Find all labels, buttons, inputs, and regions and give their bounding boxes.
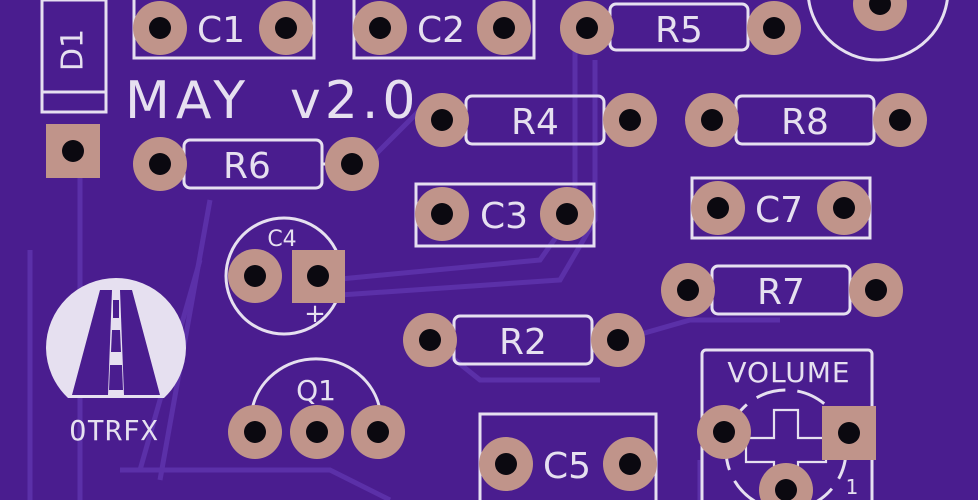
capacitor-c4: C4 + xyxy=(224,216,345,336)
board-title: MAY xyxy=(125,71,251,131)
r5-label: R5 xyxy=(655,10,703,51)
d1-label: D1 xyxy=(56,29,91,71)
resistor-r2: R2 xyxy=(403,313,645,367)
r2-label: R2 xyxy=(499,322,547,363)
capacitor-c2: C2 xyxy=(352,0,536,60)
capacitor-c1: C1 xyxy=(132,0,316,60)
board-version: v2.0 xyxy=(290,71,419,131)
resistor-r7: R7 xyxy=(661,263,903,317)
otrfx-logo: OTRFX xyxy=(46,278,186,447)
resistor-r4: R4 xyxy=(415,93,657,147)
r7-label: R7 xyxy=(757,272,805,313)
capacitor-c5: C5 xyxy=(478,412,658,500)
q1-label: Q1 xyxy=(296,374,336,407)
volume-label: VOLUME xyxy=(727,356,850,389)
c3-label: C3 xyxy=(480,196,528,237)
c1-label: C1 xyxy=(197,10,245,51)
brand-label: OTRFX xyxy=(69,414,158,447)
c5-label: C5 xyxy=(543,446,591,487)
r6-label: R6 xyxy=(223,146,271,187)
capacitor-c7: C7 xyxy=(690,176,872,240)
capacitor-c3: C3 xyxy=(414,182,596,248)
c2-label: C2 xyxy=(417,10,465,51)
r8-label: R8 xyxy=(781,102,829,143)
resistor-r5: R5 xyxy=(560,1,801,55)
volume-pin1-label: 1 xyxy=(846,475,859,499)
resistor-r6: R6 xyxy=(133,137,379,191)
c4-polarity-mark: + xyxy=(304,299,326,329)
resistor-r8: R8 xyxy=(685,93,927,147)
r4-label: R4 xyxy=(511,102,559,143)
c7-label: C7 xyxy=(755,190,803,231)
transistor-q1: Q1 xyxy=(228,357,405,459)
potentiometer-top xyxy=(807,0,949,62)
c4-label: C4 xyxy=(267,227,296,252)
diode-d1: D1 xyxy=(40,0,108,178)
volume-potentiometer: VOLUME 1 xyxy=(697,348,876,500)
